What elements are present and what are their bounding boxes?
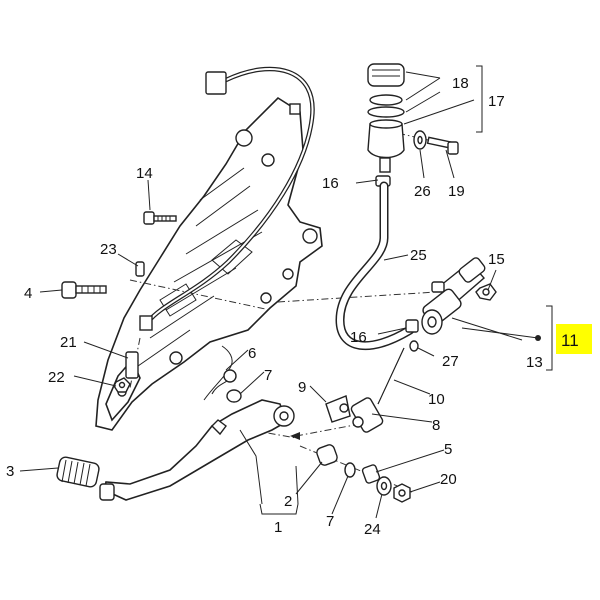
reservoir-body <box>367 123 405 159</box>
label-13: 13 <box>526 354 543 371</box>
brake-fluid-reservoir <box>367 63 405 173</box>
wire-connector <box>205 71 227 95</box>
foot-peg-rubber-3 <box>56 456 100 488</box>
label-10: 10 <box>428 391 445 408</box>
pin-21 <box>125 351 139 379</box>
frame-hole-top <box>235 129 253 147</box>
return-spring-6 <box>203 345 237 401</box>
bushing-7-lower <box>344 462 356 478</box>
washer-24 <box>376 476 392 496</box>
label-4: 4 <box>24 285 32 302</box>
label-14: 14 <box>136 165 153 182</box>
nut-20 <box>393 483 411 503</box>
label-25: 25 <box>410 247 427 264</box>
reservoir-seal <box>369 94 403 106</box>
label-2: 2 <box>284 493 292 510</box>
wire-clip <box>289 103 301 115</box>
label-23: 23 <box>100 241 117 258</box>
label-15: 15 <box>488 251 505 268</box>
frame-hole-right <box>302 228 318 244</box>
label-7-upper: 7 <box>264 367 272 384</box>
label-3: 3 <box>6 463 14 480</box>
reservoir-cap <box>367 63 405 87</box>
label-20: 20 <box>440 471 457 488</box>
o-ring-27 <box>409 340 419 352</box>
highlight-box-11 <box>556 324 592 354</box>
label-21: 21 <box>60 334 77 351</box>
brake-pedal-lever <box>99 399 295 501</box>
label-1: 1 <box>274 519 282 536</box>
label-9: 9 <box>298 379 306 396</box>
label-27: 27 <box>442 353 459 370</box>
wire-switch <box>139 315 153 331</box>
brake-hose-25 <box>335 181 415 351</box>
screw-14 <box>143 211 177 225</box>
label-17: 17 <box>488 93 505 110</box>
frame-bracket <box>95 96 323 431</box>
label-6: 6 <box>248 345 256 362</box>
leader-lines <box>19 71 541 519</box>
label-19: 19 <box>448 183 465 200</box>
label-18: 18 <box>452 75 469 92</box>
label-16-lower: 16 <box>350 329 367 346</box>
stud-23 <box>135 261 145 277</box>
screw-19 <box>426 136 459 155</box>
label-11: 11 <box>561 331 579 350</box>
part-labels: 18 17 16 26 19 14 23 25 15 4 16 21 6 13 … <box>6 75 579 538</box>
nut-15 <box>475 283 497 301</box>
brake-switch-wire <box>139 66 315 331</box>
hose-clamp-16-lower <box>405 319 419 333</box>
bracket-17 <box>476 65 483 133</box>
clevis-pin-9 <box>325 395 351 423</box>
clevis-8 <box>350 397 384 433</box>
bushing-2 <box>316 444 338 466</box>
push-rod-10 <box>377 347 405 405</box>
label-7-lower: 7 <box>326 513 334 530</box>
bushing-7-upper <box>226 389 242 403</box>
label-26: 26 <box>414 183 431 200</box>
label-5: 5 <box>444 441 452 458</box>
bracket-11 <box>546 305 553 371</box>
label-24: 24 <box>364 521 381 538</box>
direction-arrow-icon <box>290 432 300 440</box>
reservoir-diaphragm <box>367 106 405 118</box>
rear-master-cylinder <box>421 257 486 335</box>
bolt-4 <box>61 281 107 299</box>
label-8: 8 <box>432 417 440 434</box>
label-22: 22 <box>48 369 65 386</box>
label-16-top: 16 <box>322 175 339 192</box>
washer-26 <box>413 130 427 150</box>
